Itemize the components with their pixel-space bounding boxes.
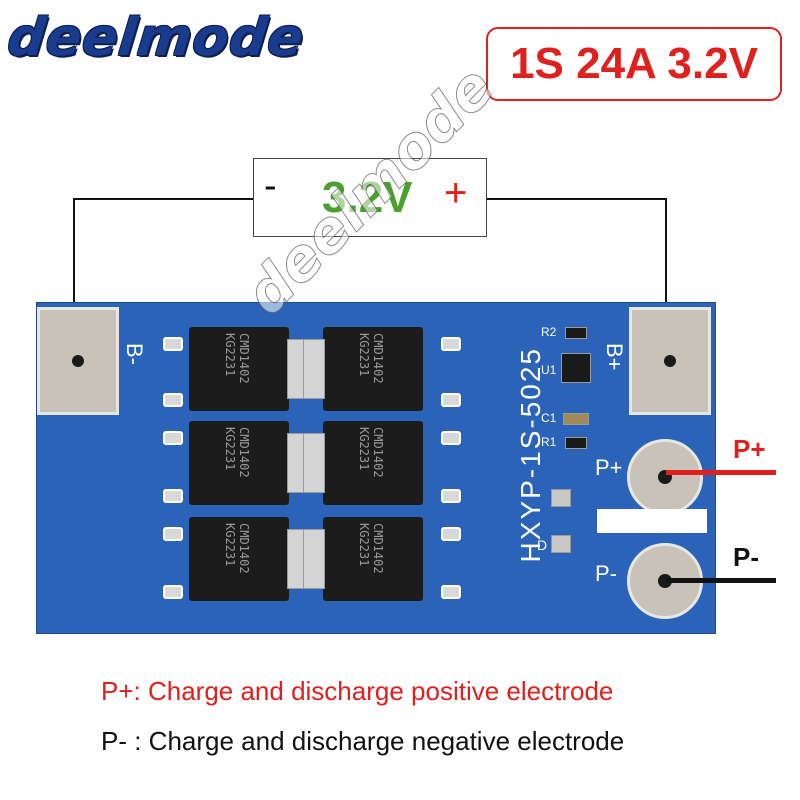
label-r1: R1 <box>541 435 557 449</box>
battery-voltage: 3.2V <box>322 173 413 222</box>
pad-connector-strip <box>597 509 707 533</box>
wire-negative-horizontal <box>73 198 254 200</box>
label-c1: C1 <box>541 411 557 425</box>
label-u1: U1 <box>541 363 557 377</box>
lead <box>441 337 461 351</box>
wire-positive-horizontal <box>486 198 667 200</box>
pad-p-plus <box>627 439 703 515</box>
resistor-r1 <box>565 437 587 449</box>
wire-negative-vertical <box>73 198 75 358</box>
pad-b-plus <box>629 307 711 415</box>
lead <box>163 337 183 351</box>
diode-pad-bottom <box>551 535 571 553</box>
spec-label: 1S 24A 3.2V <box>510 39 758 88</box>
silk-p-plus: P+ <box>595 455 623 480</box>
terminal-p-plus-label: P+ <box>733 434 766 464</box>
solder-point <box>658 574 672 588</box>
battery-minus-sign: - <box>264 165 277 207</box>
lead <box>163 393 183 407</box>
label-b-plus: B+ <box>602 343 627 371</box>
lead <box>163 585 183 599</box>
capacitor-c1 <box>563 413 589 425</box>
solder-point <box>664 355 676 367</box>
label-r2: R2 <box>541 325 557 339</box>
brand-logo: deelmode <box>4 8 308 68</box>
wire-p-minus <box>666 578 776 583</box>
wire-positive-vertical <box>665 198 667 358</box>
lead <box>163 489 183 503</box>
legend-positive: P+: Charge and discharge positive electr… <box>101 676 614 706</box>
lead <box>441 489 461 503</box>
legend-negative: P- : Charge and discharge negative elect… <box>101 726 625 756</box>
pad-b-minus <box>37 307 119 415</box>
lead <box>441 527 461 541</box>
ic-u1 <box>561 353 591 383</box>
lead <box>163 527 183 541</box>
battery-box: - 3.2V + <box>253 158 487 237</box>
wire-p-plus <box>666 470 776 475</box>
label-d: D <box>537 537 548 553</box>
battery-plus-sign: + <box>444 171 468 215</box>
label-b-minus: B- <box>122 343 147 365</box>
board-model-label: HXYP-1S-5025 <box>515 347 546 563</box>
solder-point <box>72 355 84 367</box>
lead <box>441 585 461 599</box>
lead <box>441 431 461 445</box>
resistor-r2 <box>565 327 587 339</box>
lead <box>163 431 183 445</box>
diode-pad-top <box>551 489 571 507</box>
lead <box>441 393 461 407</box>
terminal-p-minus-label: P- <box>733 542 759 572</box>
spec-badge: 1S 24A 3.2V <box>486 27 782 101</box>
silk-p-minus: P- <box>595 561 617 586</box>
